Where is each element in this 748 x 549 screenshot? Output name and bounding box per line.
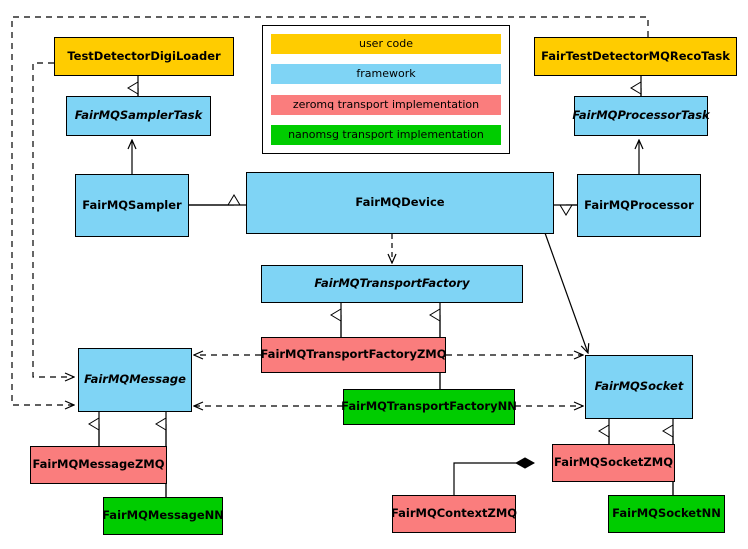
class-node-fairmqprocessortask[interactable]: FairMQProcessorTask: [572, 96, 710, 136]
legend-item-framework: framework: [271, 64, 501, 85]
class-node-fairmqprocessor[interactable]: FairMQProcessor: [577, 174, 701, 237]
class-node-fairmqcontextzmq[interactable]: FairMQContextZMQ: [391, 495, 517, 533]
class-node-fairtestdetectormqrecotask[interactable]: FairTestDetectorMQRecoTask: [534, 37, 737, 76]
class-node-fairmqmessagezmq[interactable]: FairMQMessageZMQ: [30, 446, 167, 484]
class-node-fairmqsocketzmq[interactable]: FairMQSocketZMQ: [552, 444, 675, 482]
class-node-fairmqtransportfactoryzmq[interactable]: FairMQTransportFactoryZMQ: [261, 337, 447, 373]
class-node-fairmqdevice[interactable]: FairMQDevice: [246, 172, 554, 234]
legend-item-user-code: user code: [271, 34, 501, 54]
legend-item-zeromq: zeromq transport implementation: [271, 94, 501, 115]
edge-device-to-socket: [544, 232, 588, 353]
class-node-fairmqsampler[interactable]: FairMQSampler: [75, 174, 189, 237]
legend-item-nanomsg: nanomsg transport implementation: [271, 124, 501, 145]
class-node-fairmqtransportfactory[interactable]: FairMQTransportFactory: [261, 265, 523, 303]
edge-contextzmq-to-socketzmq: [453, 463, 534, 495]
legend: user code framework zeromq transport imp…: [262, 25, 510, 154]
class-node-fairmqmessagenn[interactable]: FairMQMessageNN: [102, 497, 224, 535]
edge-recotask-to-message: [11, 16, 649, 405]
class-node-fairmqsocketnn[interactable]: FairMQSocketNN: [608, 495, 725, 533]
class-node-testdetectordigiloader[interactable]: TestDetectorDigiLoader: [54, 37, 234, 76]
class-node-fairmqtransportfactorynn[interactable]: FairMQTransportFactoryNN: [341, 389, 517, 425]
class-node-fairmqsocket[interactable]: FairMQSocket: [585, 355, 693, 419]
class-node-fairmqmessage[interactable]: FairMQMessage: [78, 348, 192, 412]
edge-digiloader-to-message: [32, 62, 74, 377]
class-node-fairmqsamplertask[interactable]: FairMQSamplerTask: [66, 96, 211, 136]
